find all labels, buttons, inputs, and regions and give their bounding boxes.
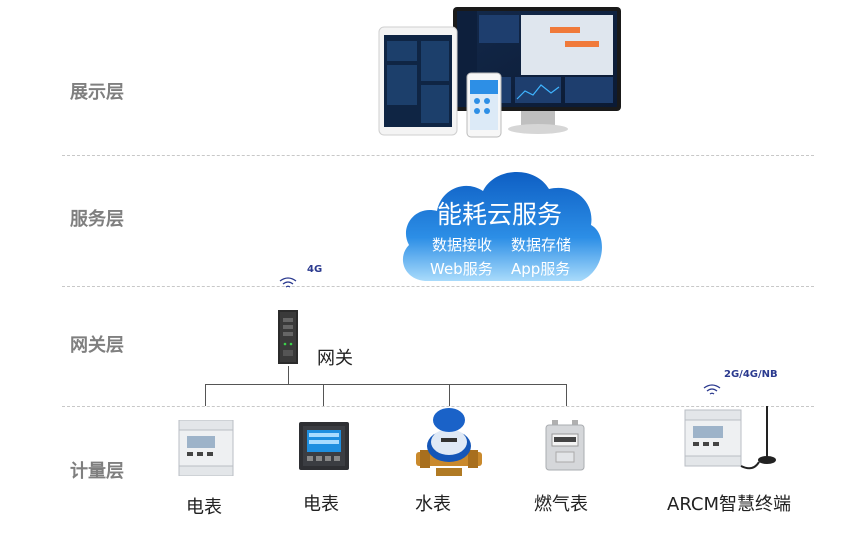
phone-icon [466, 72, 502, 138]
arcm-terminal-icon [684, 406, 776, 470]
branch-line [449, 384, 450, 406]
cloud-feature-web-service: Web服务 [430, 260, 493, 278]
device-label-arcm-terminal: ARCM智慧终端 [667, 494, 792, 515]
layer-label-gateway: 网关层 [70, 335, 124, 356]
wifi-signal-icon [279, 277, 297, 288]
gateway-network-tag: 4G [307, 264, 323, 275]
layer-divider [62, 406, 814, 407]
bus-line [205, 384, 566, 385]
device-label-gas-meter: 燃气表 [534, 494, 588, 515]
layer-divider [62, 286, 814, 287]
device-label-electric-meter: 电表 [186, 497, 222, 518]
layer-label-service: 服务层 [70, 209, 124, 230]
branch-line [566, 384, 567, 406]
gateway-label: 网关 [317, 348, 353, 369]
layer-label-metering: 计量层 [70, 461, 124, 482]
display-devices-illustration [378, 7, 621, 138]
cloud-feature-app-service: App服务 [511, 260, 571, 278]
layer-divider [62, 155, 814, 156]
layer-label-display: 展示层 [70, 82, 124, 103]
panel-electric-meter-icon [299, 422, 349, 470]
tablet-icon [378, 26, 458, 136]
branch-line [323, 384, 324, 406]
device-label-panel-meter: 电表 [303, 494, 339, 515]
cloud-feature-data-receive: 数据接收 [432, 236, 493, 254]
branch-line [205, 384, 206, 406]
din-rail-electric-meter-icon [178, 420, 234, 476]
gateway-connector-line [288, 366, 289, 384]
monitor-icon [453, 7, 621, 134]
cloud-feature-data-storage: 数据存储 [511, 236, 572, 254]
water-meter-icon [416, 408, 482, 476]
terminal-network-tag: 2G/4G/NB [724, 369, 778, 380]
wifi-signal-icon [703, 384, 721, 395]
gas-meter-icon [545, 420, 585, 471]
cloud-icon [402, 171, 602, 281]
gateway-device-icon [278, 310, 298, 364]
cloud-title: 能耗云服务 [437, 200, 563, 229]
device-label-water-meter: 水表 [415, 494, 451, 515]
